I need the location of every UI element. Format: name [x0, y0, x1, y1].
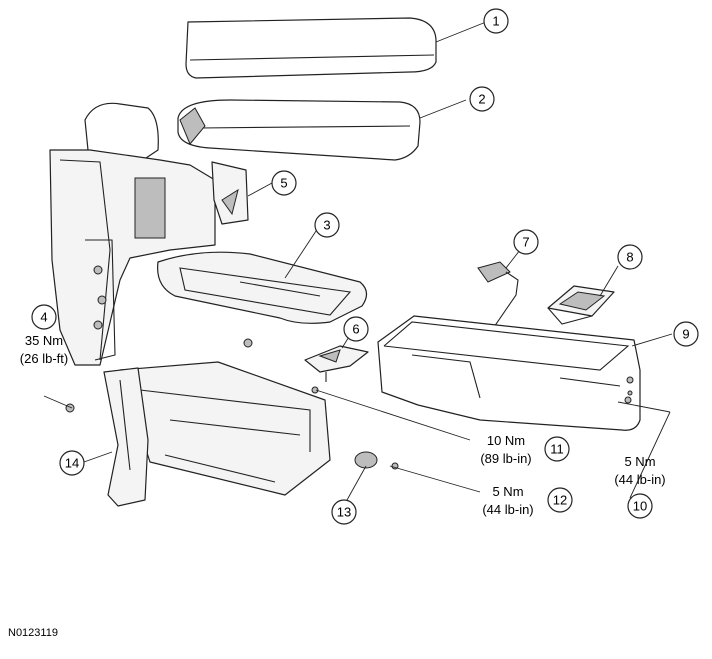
callout-6: 6	[343, 316, 369, 342]
callout-12: 5 Nm (44 lb-in) 12	[482, 484, 573, 517]
callout-4: 4 35 Nm (26 lb-ft)	[20, 304, 68, 366]
part-storage-tray	[157, 251, 368, 324]
callout-11-torque-metric: 10 Nm	[487, 433, 525, 448]
callout-4-label: 4	[40, 310, 47, 325]
callout-8: 8	[617, 244, 643, 270]
callout-1-label: 1	[492, 14, 499, 29]
part-armrest-lid	[177, 99, 421, 161]
leader-lines	[43, 21, 673, 501]
part-motor	[354, 451, 399, 470]
callout-5: 5	[271, 170, 297, 196]
callout-1: 1	[483, 8, 509, 34]
part-side-panel	[211, 161, 249, 225]
callout-2: 2	[469, 86, 495, 112]
callout-6-label: 6	[352, 322, 359, 337]
callout-11-label: 11	[550, 442, 564, 457]
callout-8-label: 8	[626, 250, 633, 265]
callout-3-label: 3	[323, 218, 330, 233]
callout-10-torque-imperial: (44 lb-in)	[614, 472, 665, 487]
callout-11-torque-imperial: (89 lb-in)	[480, 451, 531, 466]
callout-14: 14	[59, 450, 85, 476]
callout-10: 5 Nm (44 lb-in) 10	[614, 454, 666, 519]
callout-10-label: 10	[633, 499, 647, 514]
part-latch	[304, 345, 369, 382]
callout-4-torque-metric: 35 Nm	[25, 333, 63, 348]
callout-3: 3	[314, 212, 340, 238]
callout-12-label: 12	[553, 493, 567, 508]
callout-5-label: 5	[280, 176, 287, 191]
callout-14-label: 14	[65, 456, 79, 471]
callout-12-torque-imperial: (44 lb-in)	[482, 502, 533, 517]
part-leg-bracket	[103, 367, 149, 507]
part-bin-insert	[547, 285, 615, 325]
callout-9: 9	[673, 321, 699, 347]
callout-12-torque-metric: 5 Nm	[492, 484, 523, 499]
part-top-cushion	[185, 17, 437, 79]
callout-13-label: 13	[337, 505, 351, 520]
part-seat-back	[49, 102, 216, 366]
callout-4-torque-imperial: (26 lb-ft)	[20, 351, 68, 366]
part-base-frame	[119, 361, 331, 496]
part-console-bin	[377, 315, 641, 431]
callout-13: 13	[331, 499, 357, 525]
callout-2-label: 2	[478, 92, 485, 107]
callout-7-label: 7	[522, 235, 529, 250]
callout-11: 10 Nm (89 lb-in) 11	[480, 433, 570, 466]
callout-9-label: 9	[682, 327, 689, 342]
callout-10-torque-metric: 5 Nm	[624, 454, 655, 469]
callout-7: 7	[513, 229, 539, 255]
figure-id: N0123119	[8, 627, 58, 639]
fasteners	[65, 338, 633, 413]
